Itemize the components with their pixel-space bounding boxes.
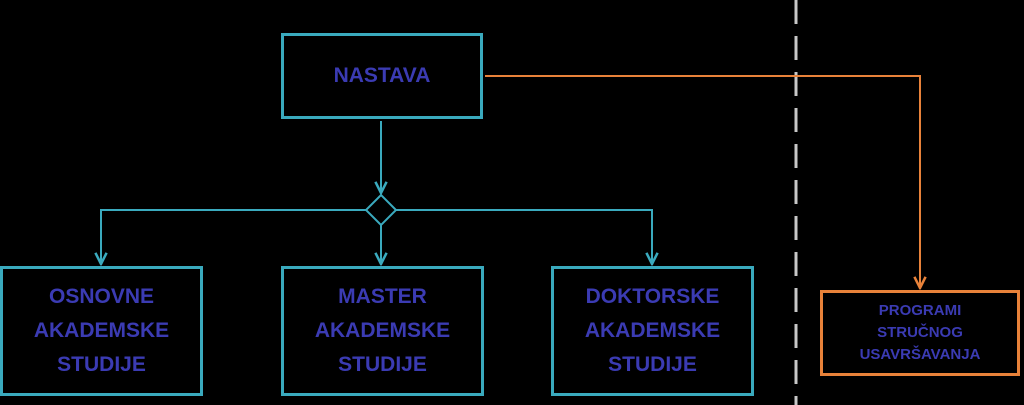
node-programi-strucnog-usavrsavanja: PROGRAMI STRUČNOG USAVRŠAVANJA (820, 290, 1020, 376)
connector-nastava-to-programi (485, 75, 920, 288)
node-doktorske-akademske-studije: DOKTORSKE AKADEMSKE STUDIJE (551, 266, 754, 396)
connector-decision-to-doktorske (396, 209, 652, 264)
node-doktorske-label: DOKTORSKE AKADEMSKE STUDIJE (584, 285, 721, 376)
node-osnovne-akademske-studije: OSNOVNE AKADEMSKE STUDIJE (0, 266, 203, 396)
decision-diamond (364, 193, 398, 227)
node-nastava: NASTAVA (281, 33, 483, 119)
node-nastava-label: NASTAVA (333, 64, 431, 87)
node-master-akademske-studije: MASTER AKADEMSKE STUDIJE (281, 266, 484, 396)
node-osnovne-label: OSNOVNE AKADEMSKE STUDIJE (33, 285, 170, 376)
node-master-label: MASTER AKADEMSKE STUDIJE (314, 285, 451, 376)
node-programi-label: PROGRAMI STRUČNOG USAVRŠAVANJA (859, 302, 981, 363)
connector-decision-to-osnovne (101, 209, 366, 264)
